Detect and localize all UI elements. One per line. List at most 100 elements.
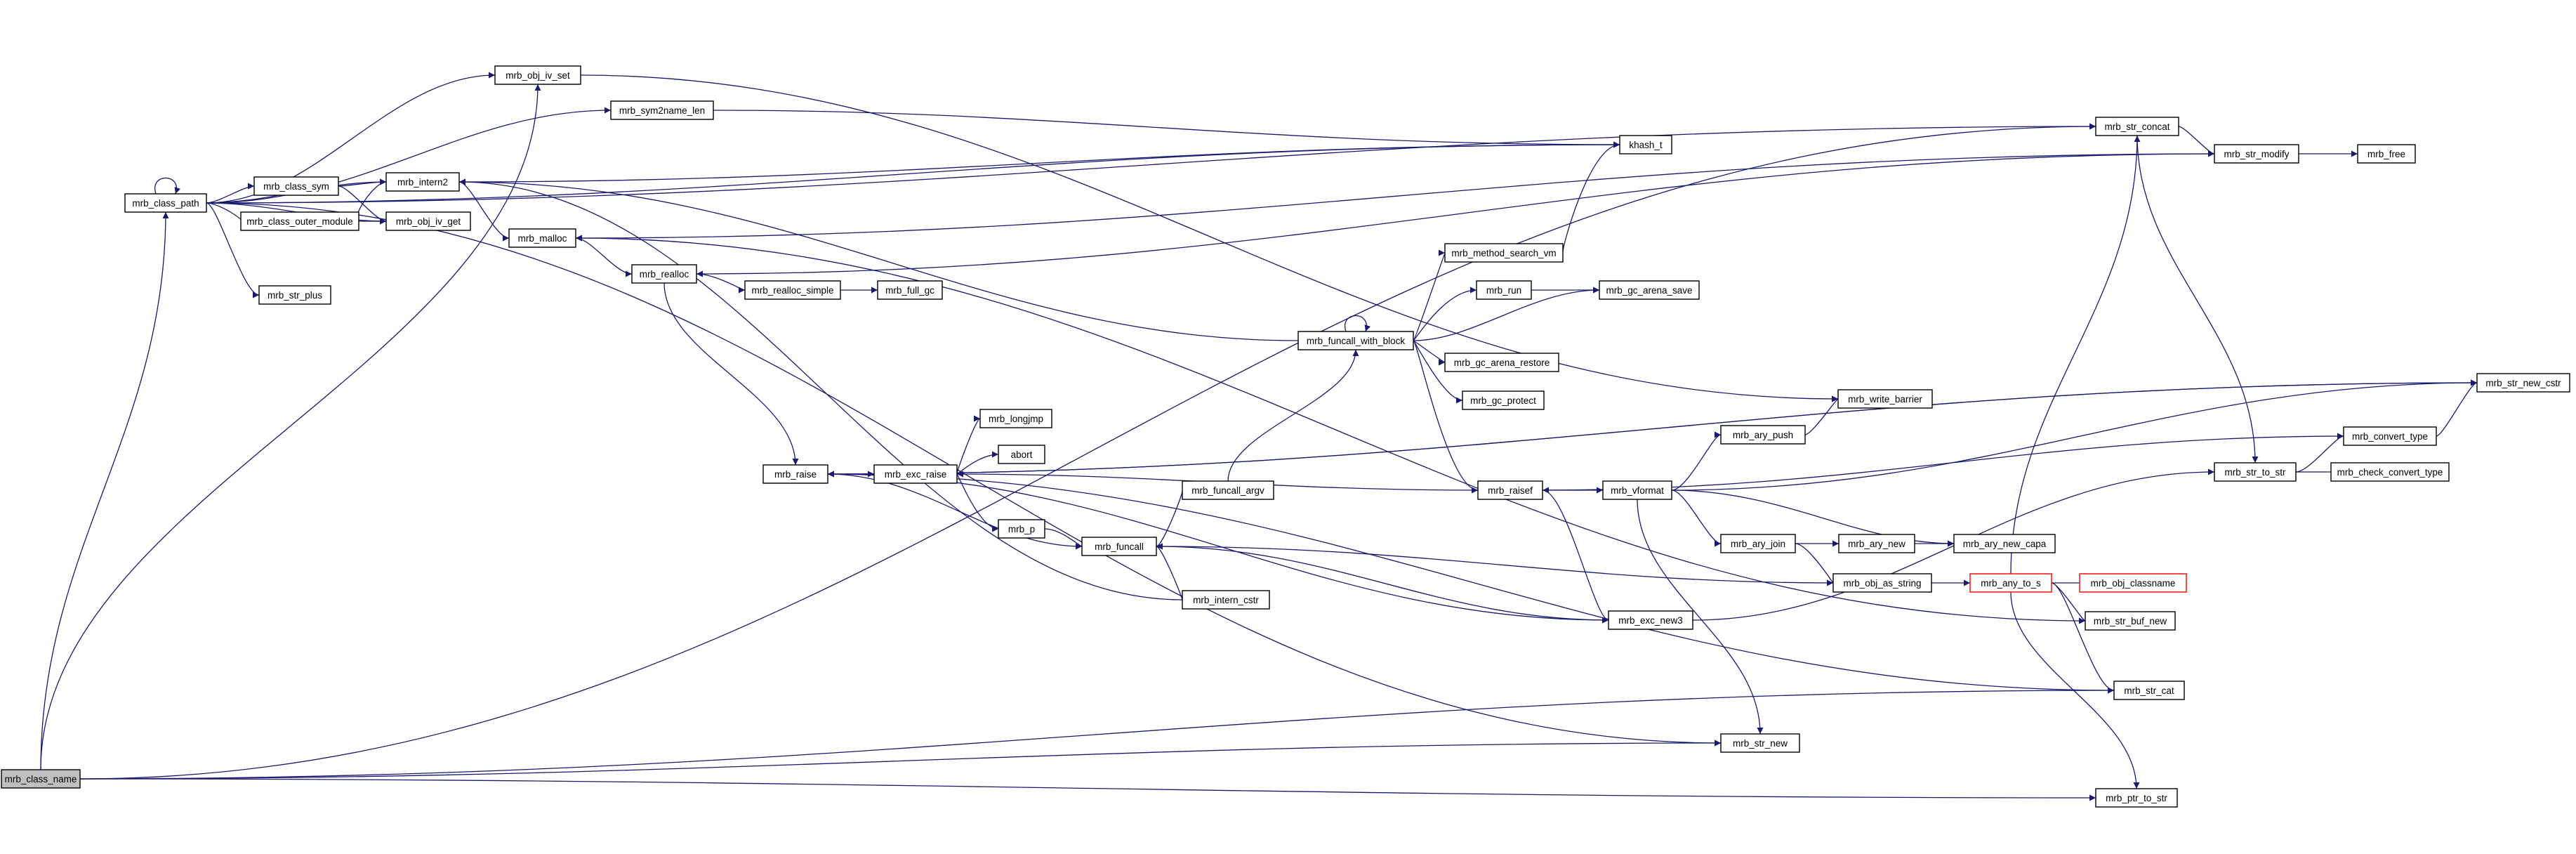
node-mrb_check_convert_type[interactable]: mrb_check_convert_type <box>2330 462 2450 482</box>
edge-path <box>827 382 2478 478</box>
edge-path <box>1413 287 1477 341</box>
node-mrb_exc_raise[interactable]: mrb_exc_raise <box>873 464 958 484</box>
node-mrb_write_barrier[interactable]: mrb_write_barrier <box>1837 389 1933 409</box>
node-mrb_intern_cstr[interactable]: mrb_intern_cstr <box>1182 590 1270 610</box>
node-mrb_method_search_vm[interactable]: mrb_method_search_vm <box>1444 243 1564 263</box>
nodes-layer: mrb_class_name mrb_class_path mrb_class_sy… <box>1 65 2570 808</box>
edge-mrb_convert_type-to-mrb_raisef <box>1542 435 2344 494</box>
node-mrb_any_to_s[interactable]: mrb_any_to_s <box>1969 573 2052 593</box>
edge-path <box>2436 379 2478 437</box>
node-label: mrb_write_barrier <box>1848 394 1922 405</box>
node-mrb_str_new_cstr[interactable]: mrb_str_new_cstr <box>2476 373 2570 393</box>
edge-mrb_sym2name_len-to-khash_t <box>713 110 1620 148</box>
node-mrb_str_new[interactable]: mrb_str_new <box>1720 733 1800 753</box>
edge-path <box>2178 126 2215 157</box>
edge-mrb_vformat-to-mrb_ary_new_capa <box>1671 490 1955 547</box>
node-mrb_ary_join[interactable]: mrb_ary_join <box>1720 534 1796 553</box>
edge-mrb_malloc-to-mrb_realloc <box>575 237 633 277</box>
node-mrb_free[interactable]: mrb_free <box>2357 144 2416 164</box>
node-mrb_obj_iv_get[interactable]: mrb_obj_iv_get <box>385 211 471 231</box>
edge-mrb_str_cat-to-mrb_raise <box>827 471 2115 691</box>
node-mrb_full_gc[interactable]: mrb_full_gc <box>877 280 943 300</box>
node-mrb_str_concat[interactable]: mrb_str_concat <box>2095 117 2179 136</box>
node-box <box>385 172 460 192</box>
node-box <box>1969 573 2052 593</box>
node-box <box>1182 590 1270 610</box>
node-mrb_class_outer_module[interactable]: mrb_class_outer_module <box>240 211 359 231</box>
node-mrb_str_plus[interactable]: mrb_str_plus <box>258 285 331 305</box>
node-label: mrb_str_new <box>1733 738 1788 749</box>
node-box <box>998 445 1045 464</box>
edge-mrb_convert_type-to-mrb_str_new_cstr <box>2436 379 2478 437</box>
node-mrb_run[interactable]: mrb_run <box>1476 280 1532 300</box>
edge-mrb_class_path-to-mrb_sym2name_len <box>206 107 612 204</box>
node-mrb_intern2[interactable]: mrb_intern2 <box>385 172 460 192</box>
node-label: mrb_intern2 <box>397 177 448 188</box>
node-mrb_raise[interactable]: mrb_raise <box>762 464 828 484</box>
node-mrb_gc_arena_save[interactable]: mrb_gc_arena_save <box>1599 280 1700 300</box>
edge-path <box>1692 468 2215 621</box>
edge-mrb_vformat-to-mrb_ary_push <box>1671 431 1722 491</box>
node-mrb_obj_as_string[interactable]: mrb_obj_as_string <box>1832 573 1932 593</box>
node-mrb_str_to_str[interactable]: mrb_str_to_str <box>2214 462 2297 482</box>
node-abort[interactable]: abort <box>998 445 1045 464</box>
node-box <box>1182 480 1274 500</box>
node-label: mrb_gc_arena_save <box>1606 285 1692 296</box>
node-box <box>1619 135 1672 155</box>
edge-path <box>575 153 2215 242</box>
edge-path <box>1156 487 1189 547</box>
node-box <box>2113 681 2185 700</box>
node-mrb_obj_iv_set[interactable]: mrb_obj_iv_set <box>494 65 581 85</box>
node-label: mrb_realloc <box>640 269 689 280</box>
edge-path <box>713 110 1620 148</box>
node-mrb_gc_protect[interactable]: mrb_gc_protect <box>1462 390 1545 410</box>
edge-path <box>1562 141 1620 254</box>
edge-mrb_realloc-to-mrb_raise <box>663 282 799 466</box>
edge-mrb_any_to_s-to-mrb_str_concat <box>2010 135 2141 574</box>
edge-path <box>1542 490 1609 624</box>
node-box <box>1444 243 1564 263</box>
node-mrb_str_cat[interactable]: mrb_str_cat <box>2113 681 2185 700</box>
node-label: mrb_check_convert_type <box>2337 467 2443 478</box>
node-mrb_raisef[interactable]: mrb_raisef <box>1477 480 1543 500</box>
node-mrb_class_sym[interactable]: mrb_class_sym <box>253 176 339 196</box>
node-label: mrb_str_new_cstr <box>2485 378 2561 388</box>
node-mrb_realloc_simple[interactable]: mrb_realloc_simple <box>744 280 841 300</box>
node-label: mrb_raise <box>774 469 817 480</box>
node-mrb_convert_type[interactable]: mrb_convert_type <box>2343 426 2437 446</box>
node-label: mrb_run <box>1486 285 1521 296</box>
edge-mrb_ary_join-to-mrb_obj_as_string <box>1795 543 1834 586</box>
node-mrb_funcall_with_block[interactable]: mrb_funcall_with_block <box>1297 331 1414 350</box>
edge-mrb_str_new_cstr-to-mrb_raise <box>827 382 2478 478</box>
node-mrb_funcall_argv[interactable]: mrb_funcall_argv <box>1182 480 1274 500</box>
node-mrb_ary_new_capa[interactable]: mrb_ary_new_capa <box>1953 534 2056 553</box>
node-mrb_gc_arena_restore[interactable]: mrb_gc_arena_restore <box>1444 353 1559 372</box>
node-mrb_realloc[interactable]: mrb_realloc <box>631 264 697 284</box>
node-mrb_str_buf_new[interactable]: mrb_str_buf_new <box>2085 611 2176 631</box>
node-mrb_funcall[interactable]: mrb_funcall <box>1081 537 1157 556</box>
node-mrb_exc_new3[interactable]: mrb_exc_new3 <box>1608 610 1693 630</box>
node-mrb_obj_classname[interactable]: mrb_obj_classname <box>2079 573 2187 593</box>
edge-path <box>154 178 181 195</box>
node-mrb_sym2name_len[interactable]: mrb_sym2name_len <box>610 100 714 120</box>
node-mrb_class_name[interactable]: mrb_class_name <box>1 769 81 789</box>
node-mrb_vformat[interactable]: mrb_vformat <box>1602 480 1672 500</box>
node-label: khash_t <box>1629 140 1663 150</box>
node-mrb_malloc[interactable]: mrb_malloc <box>508 228 576 248</box>
node-mrb_p[interactable]: mrb_p <box>998 519 1045 539</box>
node-mrb_str_modify[interactable]: mrb_str_modify <box>2214 144 2299 164</box>
node-label: mrb_sym2name_len <box>619 105 705 116</box>
node-mrb_class_path[interactable]: mrb_class_path <box>124 193 207 213</box>
edge-mrb_any_to_s-to-mrb_ptr_to_str <box>2010 591 2140 789</box>
node-mrb_ary_push[interactable]: mrb_ary_push <box>1720 425 1806 445</box>
node-box <box>508 228 576 248</box>
node-label: mrb_realloc_simple <box>751 285 833 296</box>
node-khash_t[interactable]: khash_t <box>1619 135 1672 155</box>
node-mrb_longjmp[interactable]: mrb_longjmp <box>979 409 1052 428</box>
node-mrb_ptr_to_str[interactable]: mrb_ptr_to_str <box>2095 788 2178 808</box>
node-box <box>2330 462 2450 482</box>
node-label: mrb_exc_raise <box>885 469 947 480</box>
edge-path <box>1671 490 1955 547</box>
node-mrb_ary_new[interactable]: mrb_ary_new <box>1838 534 1915 553</box>
